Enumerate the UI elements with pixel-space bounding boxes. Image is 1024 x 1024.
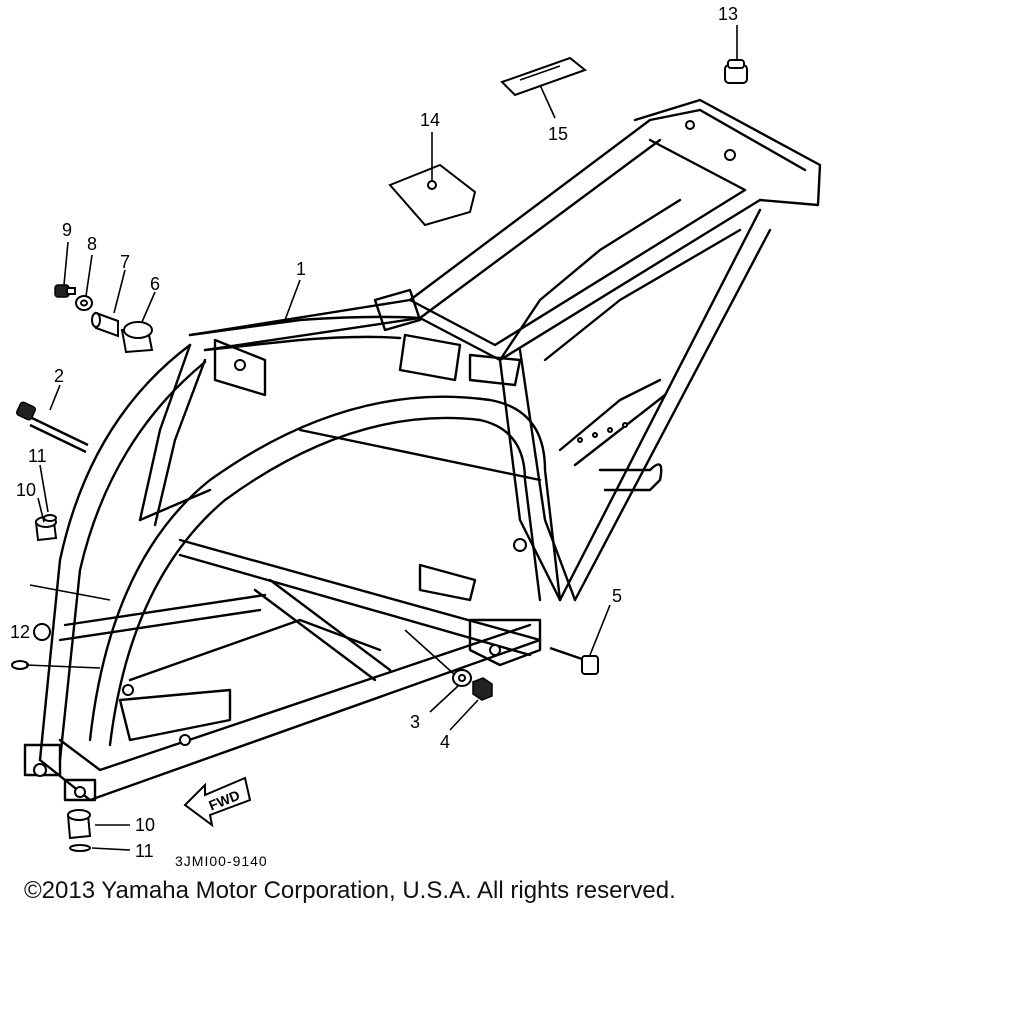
callout-12: 12	[10, 622, 30, 642]
part-8-washer	[75, 295, 93, 311]
leader-lines	[25, 25, 738, 851]
part-7-collar	[91, 311, 119, 338]
part-15-plate	[500, 56, 588, 97]
callout-2: 2	[54, 366, 64, 386]
callout-4: 4	[440, 732, 450, 752]
drawing-code: 3JMI00-9140	[175, 853, 268, 869]
callout-13: 13	[718, 4, 738, 24]
callout-labels: 13 15 14 1 9 8 7 6 2 11 10 12 5 3 4 10 1…	[10, 4, 738, 861]
frame-exploded-diagram: 13 15 14 1 9 8 7 6 2 11 10 12 5 3 4 10 1…	[10, 4, 822, 869]
fwd-arrow-icon: FWD	[183, 776, 252, 828]
part-9-bolt	[54, 284, 76, 298]
callout-11-lower: 11	[135, 841, 154, 861]
part-4-nut	[472, 677, 493, 701]
callout-6: 6	[150, 274, 160, 294]
callout-3: 3	[410, 712, 420, 732]
part-13-cap	[724, 59, 748, 84]
part-2-long-bolt	[16, 401, 89, 454]
part-11-clip-upper	[43, 514, 57, 522]
callout-9: 9	[62, 220, 72, 240]
frame-holes	[33, 120, 736, 798]
main-frame	[23, 98, 822, 802]
callout-10-upper: 10	[16, 480, 36, 500]
callout-11-upper: 11	[28, 446, 47, 466]
callout-5: 5	[612, 586, 622, 606]
part-5-bolt	[549, 646, 599, 675]
part-3-washer	[452, 669, 472, 687]
callout-7: 7	[120, 252, 130, 272]
callout-15: 15	[548, 124, 568, 144]
callout-10-lower: 10	[135, 815, 155, 835]
part-12-clip	[11, 623, 51, 670]
callout-8: 8	[87, 234, 97, 254]
part-10-nut-lower	[66, 809, 92, 840]
part-6-damper	[120, 321, 154, 354]
copyright-notice: ©2013 Yamaha Motor Corporation, U.S.A. A…	[24, 877, 676, 904]
callout-1: 1	[296, 259, 306, 279]
callout-14: 14	[420, 110, 440, 130]
part-11-clip-lower	[69, 844, 91, 852]
